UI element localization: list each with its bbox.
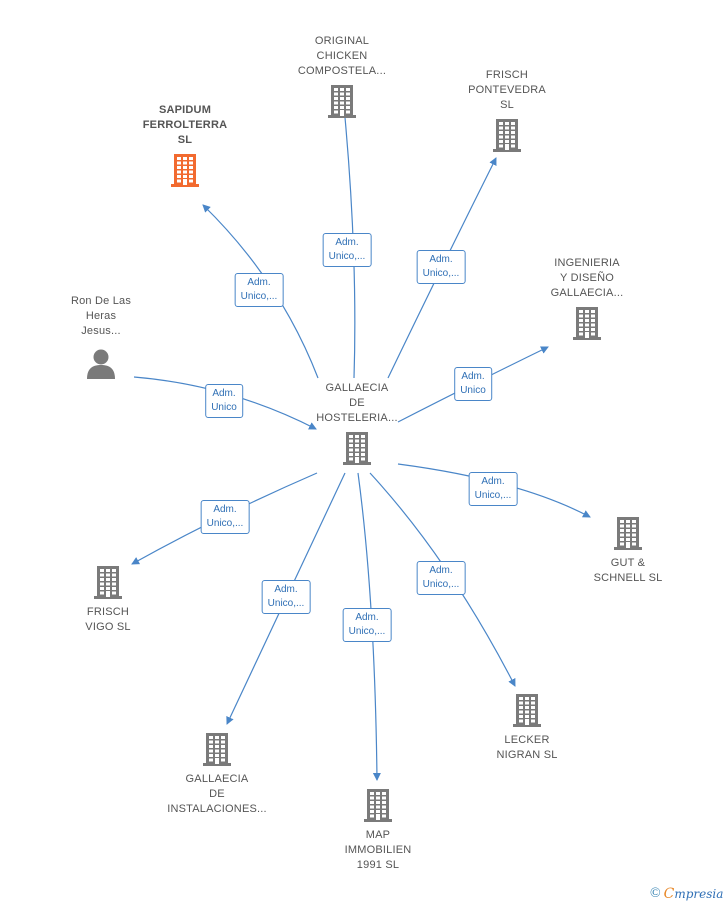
- edge-label-instalaciones[interactable]: Adm. Unico,...: [261, 580, 311, 614]
- copyright-symbol: ©: [650, 885, 661, 901]
- edge-label-ron[interactable]: Adm. Unico: [205, 384, 243, 418]
- building-icon: [328, 85, 356, 118]
- building-icon: [573, 307, 601, 340]
- node-label-original[interactable]: ORIGINAL CHICKEN COMPOSTELA...: [298, 34, 386, 79]
- node-label-lecker[interactable]: LECKER NIGRAN SL: [496, 733, 557, 763]
- node-name: SAPIDUM FERROLTERRA SL: [142, 104, 228, 146]
- building-icon: [171, 154, 199, 187]
- building-icon: [513, 694, 541, 727]
- node-label-ingenieria[interactable]: INGENIERIA Y DISEÑO GALLAECIA...: [551, 256, 624, 301]
- node-label-frisch-vigo[interactable]: FRISCH VIGO SL: [85, 605, 130, 635]
- node-name: Ron De Las Heras Jesus...: [70, 295, 132, 337]
- building-icon: [493, 119, 521, 152]
- brand-logo-text: mpresia: [674, 886, 724, 901]
- node-name: GALLAECIA DE HOSTELERIA...: [316, 382, 398, 424]
- node-name: GALLAECIA DE INSTALACIONES...: [167, 773, 267, 815]
- building-icon: [203, 733, 231, 766]
- node-icon-map[interactable]: [362, 788, 394, 822]
- edge-label-frisch-pontevedra[interactable]: Adm. Unico,...: [416, 250, 466, 284]
- node-name: MAP IMMOBILIEN 1991 SL: [344, 829, 412, 871]
- node-icon-gut[interactable]: [612, 516, 644, 550]
- building-icon: [364, 789, 392, 822]
- node-icon-frisch-vigo[interactable]: [92, 565, 124, 599]
- edge-label-sapidum[interactable]: Adm. Unico,...: [234, 273, 284, 307]
- node-label-center[interactable]: GALLAECIA DE HOSTELERIA...: [316, 381, 397, 426]
- edge-label-gut[interactable]: Adm. Unico,...: [468, 472, 518, 506]
- person-icon: [87, 349, 115, 379]
- node-label-ron[interactable]: Ron De Las Heras Jesus...: [71, 294, 131, 339]
- brand-logo-initial: C: [663, 885, 675, 902]
- node-icon-center[interactable]: [341, 431, 373, 465]
- node-label-sapidum[interactable]: SAPIDUM FERROLTERRA SL: [143, 103, 228, 148]
- edge-label-frisch-vigo[interactable]: Adm. Unico,...: [200, 500, 250, 534]
- edge-label-original[interactable]: Adm. Unico,...: [322, 233, 372, 267]
- node-icon-ron[interactable]: [86, 348, 116, 380]
- node-icon-sapidum[interactable]: [169, 153, 201, 187]
- node-icon-ingenieria[interactable]: [571, 306, 603, 340]
- node-label-instalaciones[interactable]: GALLAECIA DE INSTALACIONES...: [167, 772, 267, 817]
- node-icon-lecker[interactable]: [511, 693, 543, 727]
- node-icon-instalaciones[interactable]: [201, 732, 233, 766]
- node-icon-original[interactable]: [326, 84, 358, 118]
- building-icon: [614, 517, 642, 550]
- node-name: FRISCH VIGO SL: [85, 606, 131, 633]
- edge-label-lecker[interactable]: Adm. Unico,...: [416, 561, 466, 595]
- node-name: LECKER NIGRAN SL: [496, 734, 558, 761]
- building-icon: [94, 566, 122, 599]
- node-name: INGENIERIA Y DISEÑO GALLAECIA...: [550, 257, 624, 299]
- edge-label-map[interactable]: Adm. Unico,...: [342, 608, 392, 642]
- node-label-map[interactable]: MAP IMMOBILIEN 1991 SL: [345, 828, 412, 873]
- building-icon: [343, 432, 371, 465]
- edge-label-ingenieria[interactable]: Adm. Unico: [454, 367, 492, 401]
- node-label-gut[interactable]: GUT & SCHNELL SL: [594, 556, 663, 586]
- node-name: GUT & SCHNELL SL: [593, 557, 663, 584]
- node-name: FRISCH PONTEVEDRA SL: [468, 69, 546, 111]
- node-icon-frisch-pontevedra[interactable]: [491, 118, 523, 152]
- node-label-frisch-pontevedra[interactable]: FRISCH PONTEVEDRA SL: [468, 68, 546, 113]
- node-name: ORIGINAL CHICKEN COMPOSTELA...: [297, 35, 387, 77]
